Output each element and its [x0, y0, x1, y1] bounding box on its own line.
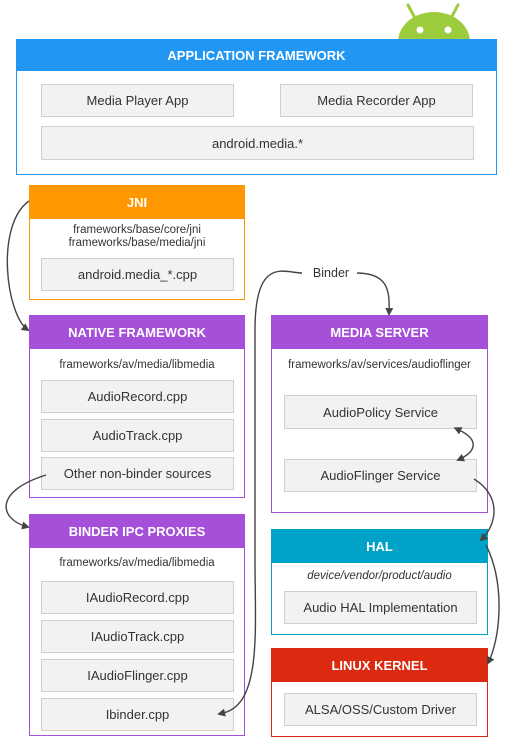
android-media-label: android.media.* — [211, 135, 304, 151]
audiorecord-cpp-label: AudioRecord.cpp — [87, 389, 188, 404]
alsa-oss-custom-driver-label: ALSA/OSS/Custom Driver — [305, 702, 456, 717]
audioflinger-service-box: AudioFlinger Service — [284, 459, 477, 492]
binder-label-text: Binder — [312, 266, 350, 280]
iaudioflinger-cpp-box: IAudioFlinger.cpp — [41, 659, 234, 692]
iaudioflinger-cpp-label: IAudioFlinger.cpp — [87, 668, 188, 683]
iaudiorecord-cpp-box: IAudioRecord.cpp — [41, 581, 234, 614]
iaudiotrack-cpp-label: IAudioTrack.cpp — [90, 629, 185, 644]
binder-ipc-proxies-title: BINDER IPC PROXIES — [68, 524, 206, 539]
audio-hal-implementation-box: Audio HAL Implementation — [284, 591, 477, 624]
android-media-cpp-label: android.media_*.cpp — [77, 267, 198, 282]
hal-section: HAL device/vendor/product/audio Audio HA… — [271, 529, 488, 635]
media-recorder-app-box: Media Recorder App — [280, 84, 473, 117]
audio-hal-implementation-label: Audio HAL Implementation — [303, 600, 458, 615]
binder-ipc-proxies-section: BINDER IPC PROXIES frameworks/av/media/l… — [29, 514, 245, 736]
android-media-cpp-box: android.media_*.cpp — [41, 258, 234, 291]
ibinder-cpp-label: Ibinder.cpp — [105, 707, 170, 722]
audioflinger-service-label: AudioFlinger Service — [320, 468, 441, 483]
iaudiotrack-cpp-box: IAudioTrack.cpp — [41, 620, 234, 653]
jni-title: JNI — [126, 195, 148, 210]
alsa-oss-custom-driver-box: ALSA/OSS/Custom Driver — [284, 693, 477, 726]
binder-ipc-proxies-path: frameworks/av/media/libmedia — [30, 557, 244, 570]
hal-path-label: device/vendor/product/audio — [307, 570, 452, 582]
application-framework-section: APPLICATION FRAMEWORK Media Player App M… — [16, 39, 497, 175]
jni-path-line2: frameworks/base/media/jni — [68, 237, 206, 249]
application-framework-header: APPLICATION FRAMEWORK — [17, 40, 496, 71]
jni-path: frameworks/base/core/jni frameworks/base… — [30, 224, 244, 250]
binder-ipc-proxies-header: BINDER IPC PROXIES — [30, 515, 244, 548]
jni-header: JNI — [30, 186, 244, 219]
binder-label: Binder — [305, 264, 357, 282]
native-framework-path: frameworks/av/media/libmedia — [30, 359, 244, 372]
android-media-box: android.media.* — [41, 126, 474, 160]
media-server-title: MEDIA SERVER — [330, 325, 429, 340]
linux-kernel-header: LINUX KERNEL — [272, 649, 487, 682]
audiopolicy-service-label: AudioPolicy Service — [323, 404, 438, 420]
native-framework-title: NATIVE FRAMEWORK — [68, 325, 206, 340]
audiorecord-cpp-box: AudioRecord.cpp — [41, 380, 234, 413]
media-server-path: frameworks/av/services/audioflinger — [272, 359, 487, 372]
jni-path-line1: frameworks/base/core/jni — [73, 224, 201, 236]
ibinder-cpp-box: Ibinder.cpp — [41, 698, 234, 731]
linux-kernel-title: LINUX KERNEL — [331, 658, 428, 673]
media-server-header: MEDIA SERVER — [272, 316, 487, 349]
hal-title: HAL — [366, 539, 393, 554]
native-framework-section: NATIVE FRAMEWORK frameworks/av/media/lib… — [29, 315, 245, 498]
android-robot-icon — [398, 3, 470, 42]
media-server-section: MEDIA SERVER frameworks/av/services/audi… — [271, 315, 488, 513]
audiopolicy-service-box: AudioPolicy Service — [284, 395, 477, 429]
native-framework-path-label: frameworks/av/media/libmedia — [59, 359, 215, 371]
audiotrack-cpp-label: AudioTrack.cpp — [92, 428, 183, 443]
hal-header: HAL — [272, 530, 487, 563]
linux-kernel-section: LINUX KERNEL ALSA/OSS/Custom Driver — [271, 648, 488, 737]
native-framework-header: NATIVE FRAMEWORK — [30, 316, 244, 349]
iaudiorecord-cpp-label: IAudioRecord.cpp — [85, 590, 190, 605]
binder-ipc-proxies-path-label: frameworks/av/media/libmedia — [59, 557, 215, 569]
media-server-path-label: frameworks/av/services/audioflinger — [288, 359, 471, 371]
arrow-jni-to-native — [6, 200, 30, 332]
other-non-binder-sources-label: Other non-binder sources — [63, 466, 212, 481]
other-non-binder-sources-box: Other non-binder sources — [41, 457, 234, 490]
media-player-app-box: Media Player App — [41, 84, 234, 117]
media-recorder-app-label: Media Recorder App — [317, 93, 436, 108]
audiotrack-cpp-box: AudioTrack.cpp — [41, 419, 234, 452]
application-framework-title: APPLICATION FRAMEWORK — [167, 48, 346, 63]
media-player-app-label: Media Player App — [86, 93, 189, 108]
jni-section: JNI frameworks/base/core/jni frameworks/… — [29, 185, 245, 300]
hal-path: device/vendor/product/audio — [272, 570, 487, 583]
